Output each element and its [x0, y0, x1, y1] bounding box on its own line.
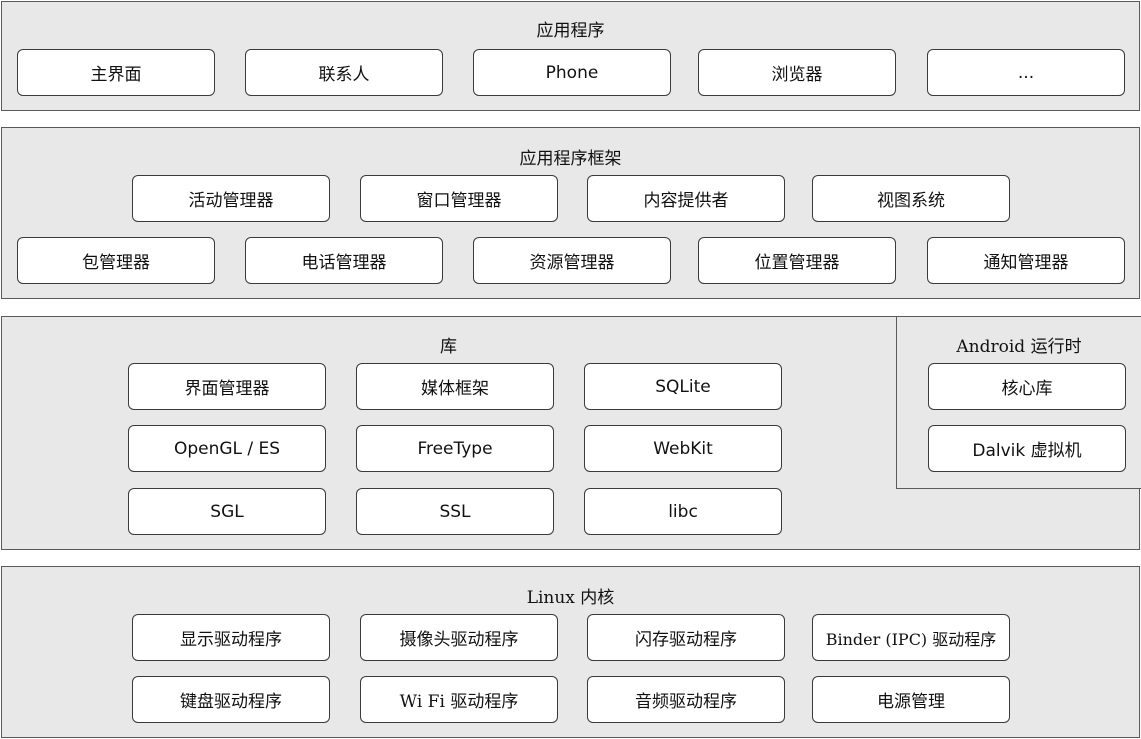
libraries-layer: 库 界面管理器 媒体框架 SQLite OpenGL / ES FreeType…	[1, 316, 1141, 550]
runtime-panel-title: Android 运行时	[956, 337, 1082, 357]
framework-activity-manager: 活动管理器	[132, 175, 330, 222]
framework-package-manager: 包管理器	[17, 237, 215, 284]
kernel-flash-memory-driver: 闪存驱动程序	[587, 614, 785, 661]
lib-libc: libc	[584, 488, 782, 535]
app-phone: Phone	[473, 49, 671, 96]
lib-ssl: SSL	[356, 488, 554, 535]
framework-telephony-manager: 电话管理器	[245, 237, 443, 284]
kernel-audio-driver: 音频驱动程序	[587, 676, 785, 723]
kernel-wifi-driver: Wi Fi 驱动程序	[360, 676, 558, 723]
framework-window-manager: 窗口管理器	[360, 175, 558, 222]
framework-layer-title: 应用程序框架	[519, 149, 622, 169]
applications-layer: 应用程序 主界面 联系人 Phone 浏览器 ...	[1, 1, 1140, 111]
framework-content-providers: 内容提供者	[587, 175, 785, 222]
app-home: 主界面	[17, 49, 215, 96]
framework-notification-manager: 通知管理器	[927, 237, 1125, 284]
kernel-binder-ipc-driver: Binder (IPC) 驱动程序	[812, 614, 1010, 661]
lib-webkit: WebKit	[584, 425, 782, 472]
framework-layer: 应用程序框架 活动管理器 窗口管理器 内容提供者 视图系统 包管理器 电话管理器…	[1, 127, 1140, 299]
runtime-panel: Android 运行时 核心库 Dalvik 虚拟机	[896, 316, 1141, 489]
lib-opengl-es: OpenGL / ES	[128, 425, 326, 472]
lib-freetype: FreeType	[356, 425, 554, 472]
lib-sgl: SGL	[128, 488, 326, 535]
kernel-camera-driver: 摄像头驱动程序	[360, 614, 558, 661]
lib-surface-manager: 界面管理器	[128, 363, 326, 410]
framework-view-system: 视图系统	[812, 175, 1010, 222]
framework-location-manager: 位置管理器	[698, 237, 896, 284]
lib-media-framework: 媒体框架	[356, 363, 554, 410]
kernel-power-management: 电源管理	[812, 676, 1010, 723]
lib-sqlite: SQLite	[584, 363, 782, 410]
libraries-layer-title: 库	[440, 337, 457, 357]
kernel-layer-title: Linux 内核	[526, 588, 615, 608]
runtime-core-libraries: 核心库	[928, 363, 1126, 410]
kernel-layer: Linux 内核 显示驱动程序 摄像头驱动程序 闪存驱动程序 Binder (I…	[1, 566, 1140, 738]
app-contacts: 联系人	[245, 49, 443, 96]
kernel-keypad-driver: 键盘驱动程序	[132, 676, 330, 723]
app-more: ...	[927, 49, 1125, 96]
applications-layer-title: 应用程序	[536, 21, 605, 41]
app-browser: 浏览器	[698, 49, 896, 96]
kernel-display-driver: 显示驱动程序	[132, 614, 330, 661]
runtime-dalvik-vm: Dalvik 虚拟机	[928, 425, 1126, 472]
framework-resource-manager: 资源管理器	[473, 237, 671, 284]
